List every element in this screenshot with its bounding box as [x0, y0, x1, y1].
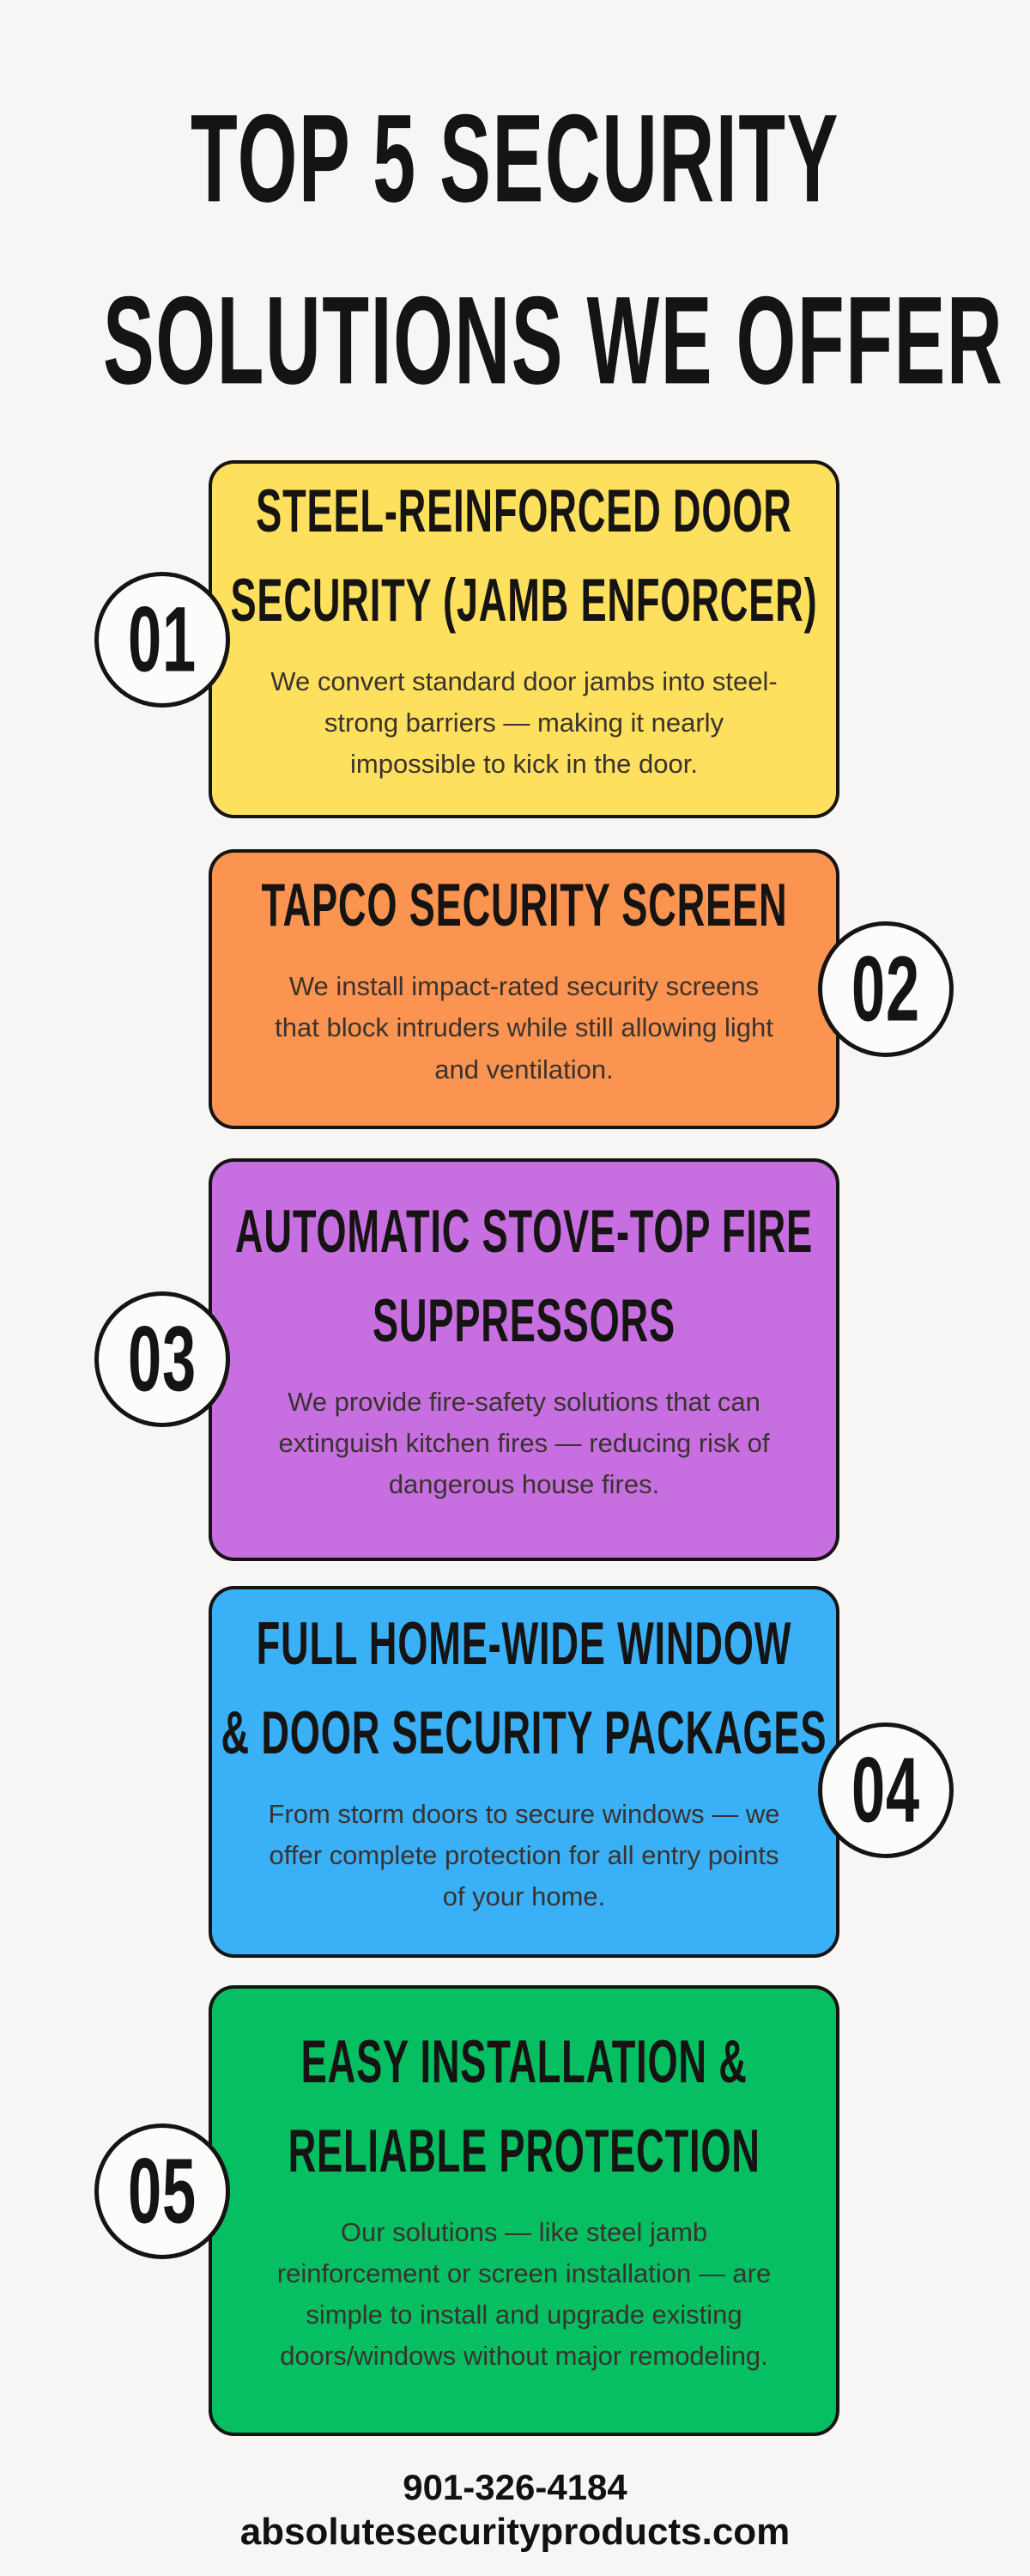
footer-website: absolutesecurityproducts.com [239, 2511, 791, 2553]
card-tapco-security-screen: TAPCO SECURITY SCREEN We install impact-… [209, 849, 839, 1129]
card-description: We install impact-rated security screens… [275, 971, 773, 1084]
badge-number: 03 [128, 1307, 197, 1411]
card-description: We convert standard door jambs into stee… [270, 665, 778, 780]
card-title-line: AUTOMATIC STOVE-TOP FIRE [234, 1197, 814, 1266]
card-stove-top-fire-suppressors: AUTOMATIC STOVE-TOP FIRE SUPPRESSORS We … [209, 1158, 839, 1561]
card-title-line: RELIABLE PROTECTION [288, 2117, 760, 2185]
card-title: EASY INSTALLATION & RELIABLE PROTECTION [221, 2018, 827, 2196]
badge-number: 05 [128, 2139, 197, 2243]
page-title-line-2: SOLUTIONS WE OFFER [103, 270, 1004, 411]
card-description: From storm doors to secure windows — we … [268, 1798, 780, 1912]
number-badge-01: 01 [94, 572, 230, 708]
card-title-line: FULL HOME-WIDE WINDOW [256, 1609, 792, 1678]
footer-phone-number: 901-326-4184 [403, 2467, 627, 2507]
number-badge-02: 02 [818, 921, 954, 1057]
number-badge-03: 03 [94, 1291, 230, 1427]
page-title: TOP 5 SECURITY SOLUTIONS WE OFFER [0, 68, 1030, 432]
card-title-line: TAPCO SECURITY SCREEN [261, 872, 787, 940]
card-title: TAPCO SECURITY SCREEN [187, 861, 862, 951]
card-steel-reinforced-door: STEEL-REINFORCED DOOR SECURITY (JAMB ENF… [209, 460, 839, 818]
card-title: AUTOMATIC STOVE-TOP FIRE SUPPRESSORS [154, 1188, 894, 1366]
page-title-line-1: TOP 5 SECURITY [191, 88, 839, 229]
card-title-line: & DOOR SECURITY PACKAGES [221, 1698, 827, 1767]
number-badge-05: 05 [94, 2123, 230, 2259]
badge-number: 01 [128, 587, 197, 691]
card-title-line: SUPPRESSORS [372, 1286, 676, 1355]
card-easy-installation: EASY INSTALLATION & RELIABLE PROTECTION … [209, 1985, 839, 2436]
badge-number: 02 [851, 937, 920, 1041]
card-description: Our solutions — like steel jamb reinforc… [276, 2216, 772, 2372]
card-window-door-security-packages: FULL HOME-WIDE WINDOW & DOOR SECURITY PA… [209, 1586, 839, 1958]
card-title-line: SECURITY (JAMB ENFORCER) [230, 566, 818, 635]
card-title: FULL HOME-WIDE WINDOW & DOOR SECURITY PA… [136, 1600, 912, 1778]
card-title-line: EASY INSTALLATION & [300, 2027, 748, 2096]
card-description: We provide fire-safety solutions that ca… [278, 1386, 770, 1500]
card-title-line: STEEL-REINFORCED DOOR [256, 477, 792, 545]
card-title: STEEL-REINFORCED DOOR SECURITY (JAMB ENF… [148, 467, 900, 646]
footer: 901-326-4184 absolutesecurityproducts.co… [0, 2466, 1030, 2555]
number-badge-04: 04 [818, 1722, 954, 1858]
badge-number: 04 [851, 1738, 920, 1842]
